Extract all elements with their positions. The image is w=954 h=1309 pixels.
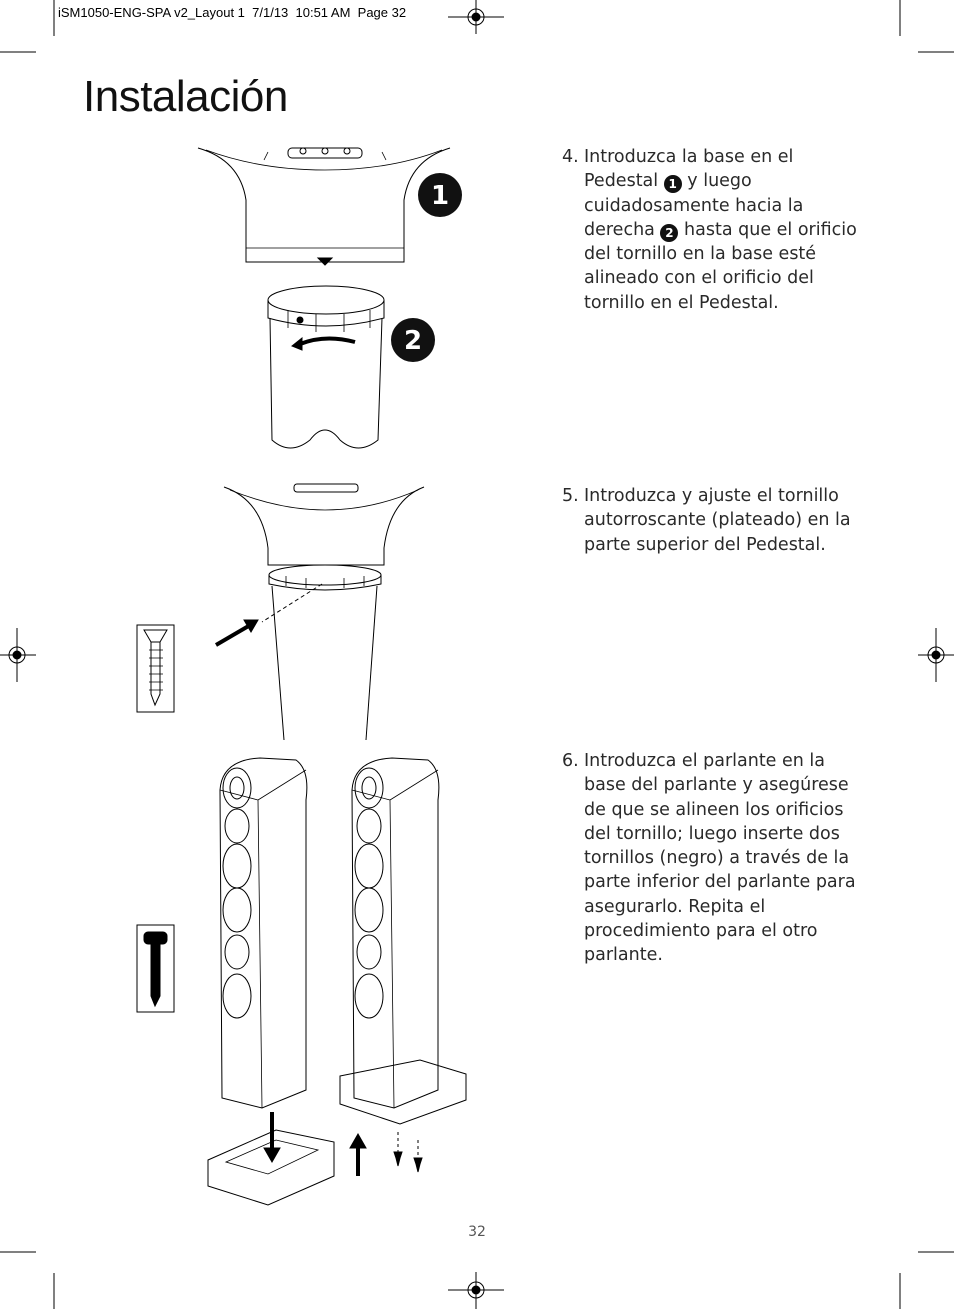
step-number: 5. bbox=[562, 486, 579, 506]
figure-step-5 bbox=[136, 483, 425, 741]
registration-mark-top bbox=[448, 0, 504, 34]
print-slug: iSM1050-ENG-SPA v2_Layout 1 7/1/13 10:51… bbox=[58, 5, 407, 20]
step-text-part: Introduzca la base en el Pedestal bbox=[584, 147, 794, 192]
registration-mark-left bbox=[0, 628, 36, 682]
registration-mark-bottom bbox=[448, 1272, 504, 1309]
badge-1-icon: 1 bbox=[663, 175, 682, 194]
step-4: 4. Introduzca la base en el Pedestal 1 y… bbox=[562, 145, 872, 315]
callout-2-label: 2 bbox=[404, 326, 422, 356]
step-text-part: y luego cuidadosamente hacia la derecha bbox=[584, 171, 804, 240]
step-text: Introduzca y ajuste el tornillo autorros… bbox=[584, 486, 851, 555]
figure-step-4 bbox=[197, 147, 451, 449]
callout-2-badge bbox=[391, 318, 435, 362]
registration-mark-right bbox=[918, 628, 954, 682]
page-number: 32 bbox=[468, 1224, 486, 1240]
step-text: Introduzca la base en el Pedestal 1 y lu… bbox=[584, 145, 872, 315]
step-text: Introduzca el parlante en la base del pa… bbox=[584, 751, 856, 966]
figure-step-6 bbox=[136, 757, 467, 1206]
step-text-part: hasta que el orificio del tornillo en la… bbox=[584, 219, 857, 313]
callout-1-label: 1 bbox=[431, 181, 449, 211]
step-number: 4. bbox=[562, 147, 579, 167]
page-title: Instalación bbox=[83, 72, 288, 121]
callout-1-badge bbox=[418, 173, 462, 217]
step-6: 6. Introduzca el parlante en la base del… bbox=[562, 749, 872, 968]
step-number: 6. bbox=[562, 751, 579, 771]
step-5: 5. Introduzca y ajuste el tornillo autor… bbox=[562, 484, 872, 557]
badge-2-icon: 2 bbox=[660, 223, 679, 242]
